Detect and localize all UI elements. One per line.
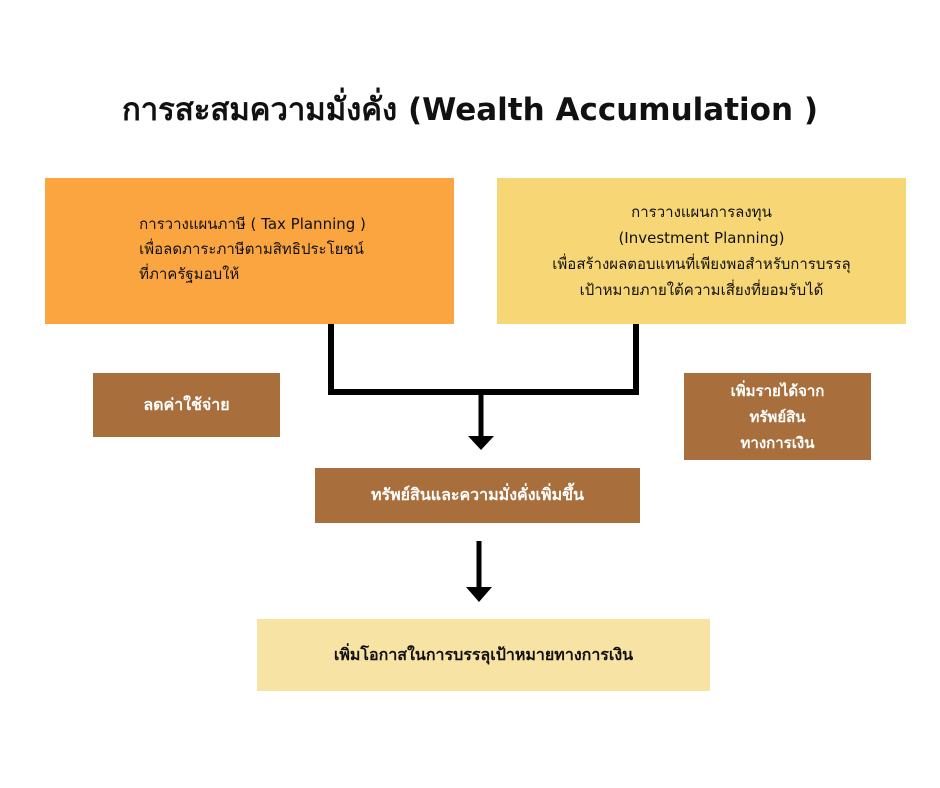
investment-line-4: เป้าหมายภายใต้ความเสี่ยงที่ยอมรับได้	[579, 281, 824, 299]
financial-goal-box: เพิ่มโอกาสในการบรรลุเป้าหมายทางการเงิน	[257, 619, 710, 691]
financial-income-box: เพิ่มรายได้จาก ทรัพย์สิน ทางการเงิน	[684, 373, 871, 460]
financial-goal-label: เพิ่มโอกาสในการบรรลุเป้าหมายทางการเงิน	[333, 644, 634, 664]
tax-line-3: ที่ภาครัฐมอบให้	[139, 264, 240, 283]
investment-line-3: เพื่อสร้างผลตอบแทนที่เพียงพอสำหรับการบรร…	[552, 255, 851, 273]
investment-line-2: (Investment Planning)	[618, 229, 785, 247]
income-line-1: เพิ่มรายได้จาก	[730, 381, 825, 400]
investment-line-1: การวางแผนการลงทุน	[631, 203, 772, 221]
tax-planning-box: การวางแผนภาษี ( Tax Planning ) เพื่อลดภา…	[45, 178, 454, 324]
income-line-3: ทางการเงิน	[740, 433, 815, 452]
merge-connector	[328, 324, 639, 395]
reduce-expenses-box: ลดค่าใช้จ่าย	[93, 373, 280, 437]
diagram-title: การสะสมความมั่งคั่ง (Wealth Accumulation…	[122, 92, 818, 128]
arrow-head-to-goal	[466, 587, 492, 602]
tax-line-1: การวางแผนภาษี ( Tax Planning )	[139, 214, 366, 233]
arrow-head-to-assets	[468, 436, 494, 450]
reduce-expenses-label: ลดค่าใช้จ่าย	[143, 394, 230, 414]
increased-assets-label: ทรัพย์สินและความมั่งคั่งเพิ่มขึ้น	[370, 485, 584, 504]
increased-assets-box: ทรัพย์สินและความมั่งคั่งเพิ่มขึ้น	[315, 468, 640, 523]
investment-planning-box: การวางแผนการลงทุน (Investment Planning) …	[497, 178, 906, 324]
tax-line-2: เพื่อลดภาระภาษีตามสิทธิประโยชน์	[139, 239, 364, 258]
income-line-2: ทรัพย์สิน	[749, 407, 806, 426]
